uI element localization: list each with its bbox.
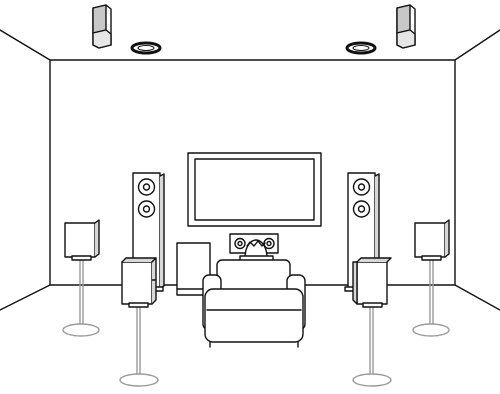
television-icon — [188, 153, 321, 226]
surround-back-left-stand — [120, 305, 158, 386]
surround-left-speaker-icon — [65, 220, 99, 260]
top-front-left-speaker-icon — [93, 5, 111, 48]
surround-back-left-speaker-icon — [122, 258, 156, 307]
top-middle-left-speaker-icon — [132, 43, 160, 53]
surround-left-stand — [63, 258, 99, 336]
top-front-right-speaker-icon — [397, 5, 415, 48]
surround-back-right-speaker-icon — [353, 258, 391, 307]
surround-right-speaker-icon — [415, 220, 449, 260]
sofa-icon — [203, 240, 305, 347]
top-middle-right-speaker-icon — [347, 43, 375, 53]
surround-back-right-stand — [353, 305, 391, 386]
surround-right-stand — [413, 258, 449, 336]
